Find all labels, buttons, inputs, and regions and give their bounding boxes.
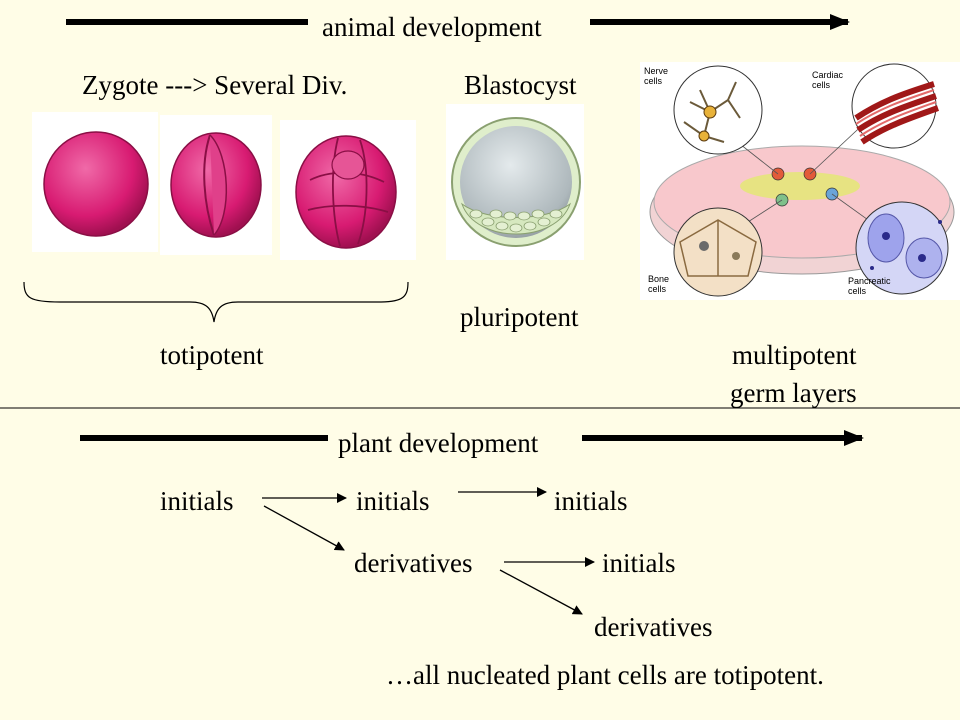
blastocyst-image: [446, 104, 584, 260]
animal-development-label: animal development: [322, 12, 542, 42]
plant-development-label: plant development: [338, 428, 539, 458]
blastocyst-label: Blastocyst: [464, 70, 577, 100]
differentiated-cells-image: Nerve cells Cardiac cells Bone cells Pan…: [640, 62, 960, 300]
initials-label-1: initials: [160, 486, 234, 516]
initials-label-3: initials: [554, 486, 628, 516]
initials-label-4: initials: [602, 548, 676, 578]
totipotent-brace: [23, 281, 409, 323]
four-cell-image: [280, 120, 416, 260]
arrow-initials-to-derivatives: [263, 505, 345, 551]
germ-layers-label: germ layers: [730, 378, 857, 408]
totipotent-label: totipotent: [160, 340, 264, 370]
multipotent-label: multipotent: [732, 340, 857, 370]
arrow-derivatives-to-derivatives: [499, 569, 583, 615]
conclusion-text: …all nucleated plant cells are totipoten…: [386, 660, 824, 690]
derivatives-label-1: derivatives: [354, 548, 473, 578]
nerve-cells-label: Nerve cells: [644, 66, 669, 86]
two-cell-image: [160, 115, 272, 255]
pancreatic-cells-label: Pancreatic cells: [848, 276, 891, 296]
initials-label-2: initials: [356, 486, 430, 516]
pluripotent-label: pluripotent: [460, 302, 579, 332]
zygote-label: Zygote ---> Several Div.: [82, 70, 348, 100]
cardiac-cells-label: Cardiac cells: [812, 70, 844, 90]
bone-cells-label: Bone cells: [648, 274, 670, 294]
derivatives-label-2: derivatives: [594, 612, 713, 642]
zygote-image: [32, 112, 158, 252]
